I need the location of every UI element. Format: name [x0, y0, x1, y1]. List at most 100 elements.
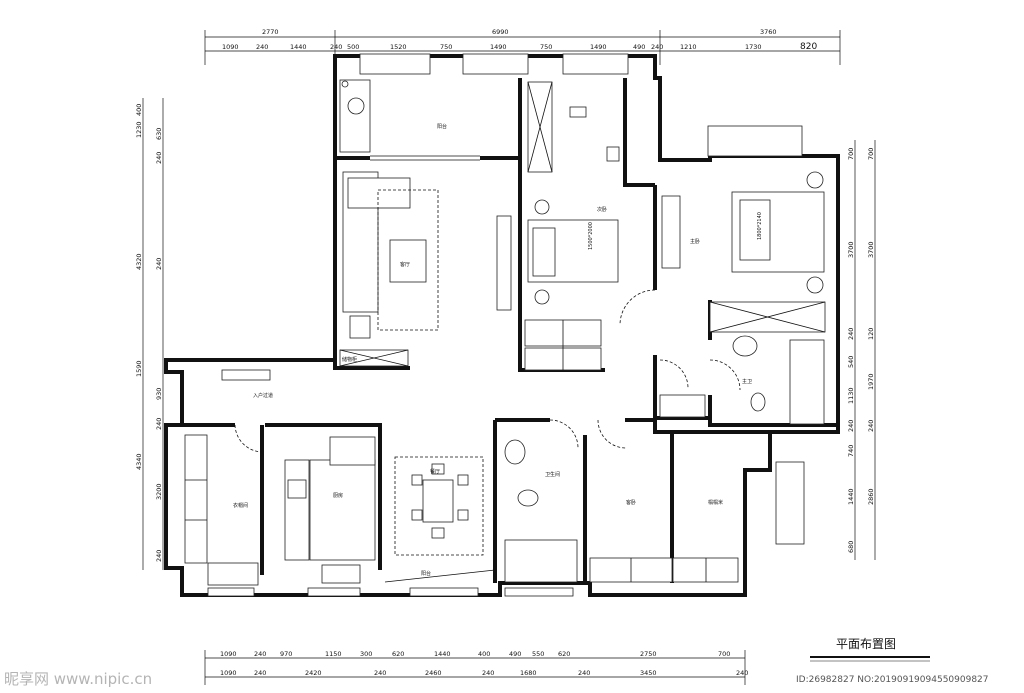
furniture [184, 79, 826, 586]
dim-bottom-overall-2: 240 [254, 669, 266, 677]
dim-right-detail-2: 3700 [847, 241, 855, 258]
label-master-bath: 主卫 [742, 378, 752, 385]
dim-top-detail-1: 1090 [222, 43, 239, 51]
label-cloakroom: 衣帽间 [233, 502, 248, 509]
dim-right-detail-1: 700 [847, 148, 855, 160]
label-storage: 储物柜 [342, 356, 357, 363]
dim-left-detail-3: 630 [155, 128, 163, 140]
walls [164, 54, 840, 597]
dim-bottom-overall-6: 240 [482, 669, 494, 677]
dim-top-detail-14: 1730 [745, 43, 762, 51]
dim-top-detail-2: 240 [256, 43, 268, 51]
dim-bottom-detail-7: 1440 [434, 650, 451, 658]
dim-bottom-overall-4: 240 [374, 669, 386, 677]
dim-left-detail-9: 240 [155, 418, 163, 430]
dim-left-detail-1: 400 [135, 104, 143, 116]
dim-bottom-overall-9: 3450 [640, 669, 657, 677]
dim-top-detail-10: 1490 [590, 43, 607, 51]
watermark-logo: 昵享网 www.nipic.cn [4, 670, 152, 688]
dim-right-detail-9: 680 [847, 541, 855, 553]
drawing-title: 平面布置图 [836, 637, 896, 651]
dim-right-overall-4: 1970 [867, 373, 875, 390]
dim-top-detail-9: 750 [540, 43, 552, 51]
dim-top-overall-3: 3760 [760, 28, 777, 36]
dim-left-detail-5: 4320 [135, 253, 143, 270]
dim-left-detail-7: 1590 [135, 360, 143, 377]
top-detail-dimensions: 1090 240 1440 240 500 1520 750 1490 750 … [222, 42, 817, 52]
dim-bottom-overall-1: 1090 [220, 669, 237, 677]
right-overall-dimensions: 700 3700 120 1970 240 2860 [867, 148, 875, 505]
dim-left-detail-8: 930 [155, 388, 163, 400]
dim-bottom-overall-8: 240 [578, 669, 590, 677]
dim-top-overall-2: 6990 [492, 28, 509, 36]
dim-top-detail-13: 1210 [680, 43, 697, 51]
right-dimension-lines [854, 140, 876, 560]
dim-right-detail-8: 1440 [847, 488, 855, 505]
dim-bottom-detail-4: 1150 [325, 650, 342, 658]
dim-bottom-detail-1: 1090 [220, 650, 237, 658]
dim-right-overall-2: 3700 [867, 241, 875, 258]
right-detail-dimensions: 700 3700 240 540 1130 240 740 1440 680 [847, 148, 855, 553]
title-block: 平面布置图 [810, 637, 930, 662]
label-entry: 入户过道 [253, 392, 273, 399]
dim-top-detail-11: 490 [633, 43, 645, 51]
dim-bottom-detail-6: 620 [392, 650, 404, 658]
dim-top-detail-5: 500 [347, 43, 359, 51]
dim-top-detail-6: 1520 [390, 43, 407, 51]
dim-right-overall-1: 700 [867, 148, 875, 160]
dim-top-detail-3: 1440 [290, 43, 307, 51]
dim-right-detail-5: 1130 [847, 387, 855, 404]
bed-size-second: 1500*2000 [588, 222, 594, 250]
label-kitchen: 厨房 [333, 492, 343, 499]
label-bathroom: 卫生间 [545, 471, 560, 478]
label-second-bedroom: 次卧 [597, 206, 607, 213]
dim-left-overall-1: 4340 [135, 453, 143, 470]
dim-right-detail-3: 240 [847, 328, 855, 340]
label-dining: 餐厅 [430, 468, 440, 475]
dim-right-overall-5: 240 [867, 420, 875, 432]
dim-left-detail-2: 1230 [135, 121, 143, 138]
dim-right-overall-3: 120 [867, 328, 875, 340]
watermark-id: ID:26982827 NO:20190919094550909827 [796, 675, 989, 685]
label-living-room: 客厅 [400, 261, 410, 268]
dim-bottom-overall-3: 2420 [305, 669, 322, 677]
dim-top-detail-4: 240 [330, 43, 342, 51]
dim-right-overall-6: 2860 [867, 488, 875, 505]
dim-top-detail-12: 240 [651, 43, 663, 51]
dim-top-detail-7: 750 [440, 43, 452, 51]
label-guest-room: 客卧 [626, 499, 636, 506]
label-balcony: 阳台 [437, 123, 447, 130]
dim-left-detail-11: 240 [155, 550, 163, 562]
dim-bottom-overall-10: 240 [736, 669, 748, 677]
dim-right-detail-6: 240 [847, 420, 855, 432]
label-bottom-balcony: 阳台 [421, 570, 431, 577]
dim-top-detail-8: 1490 [490, 43, 507, 51]
dim-right-detail-4: 540 [847, 356, 855, 368]
bottom-detail-dimensions: 1090 240 970 1150 300 620 1440 400 490 5… [220, 650, 730, 658]
dim-right-detail-7: 740 [847, 445, 855, 457]
label-master-bedroom: 主卧 [690, 238, 700, 245]
dim-left-detail-10: 3200 [155, 483, 163, 500]
windows [207, 53, 805, 597]
door-swings [234, 289, 741, 453]
dim-bottom-detail-9: 490 [509, 650, 521, 658]
label-study: 榻榻米 [708, 499, 723, 506]
room-labels: 阳台 客厅 次卧 主卧 主卫 储物柜 入户过道 衣帽间 厨房 餐厅 卫生间 客卧… [233, 123, 752, 577]
left-dimension-lines [142, 98, 164, 570]
top-dimension-lines [204, 30, 841, 65]
dim-bottom-detail-8: 400 [478, 650, 490, 658]
dim-top-overall-1: 2770 [262, 28, 279, 36]
bottom-dimension-lines [204, 650, 746, 685]
dim-bottom-detail-3: 970 [280, 650, 292, 658]
dim-bottom-overall-7: 1680 [520, 669, 537, 677]
dim-left-detail-6: 240 [155, 258, 163, 270]
dim-bottom-detail-11: 620 [558, 650, 570, 658]
dim-left-detail-4: 240 [155, 152, 163, 164]
bed-size-master: 1800*2140 [757, 212, 763, 240]
left-detail-dimensions: 400 1230 630 240 4320 240 1590 930 240 3… [135, 104, 163, 562]
dim-bottom-detail-2: 240 [254, 650, 266, 658]
dim-bottom-detail-10: 550 [532, 650, 544, 658]
dim-bottom-detail-13: 700 [718, 650, 730, 658]
dim-bottom-detail-12: 2750 [640, 650, 657, 658]
